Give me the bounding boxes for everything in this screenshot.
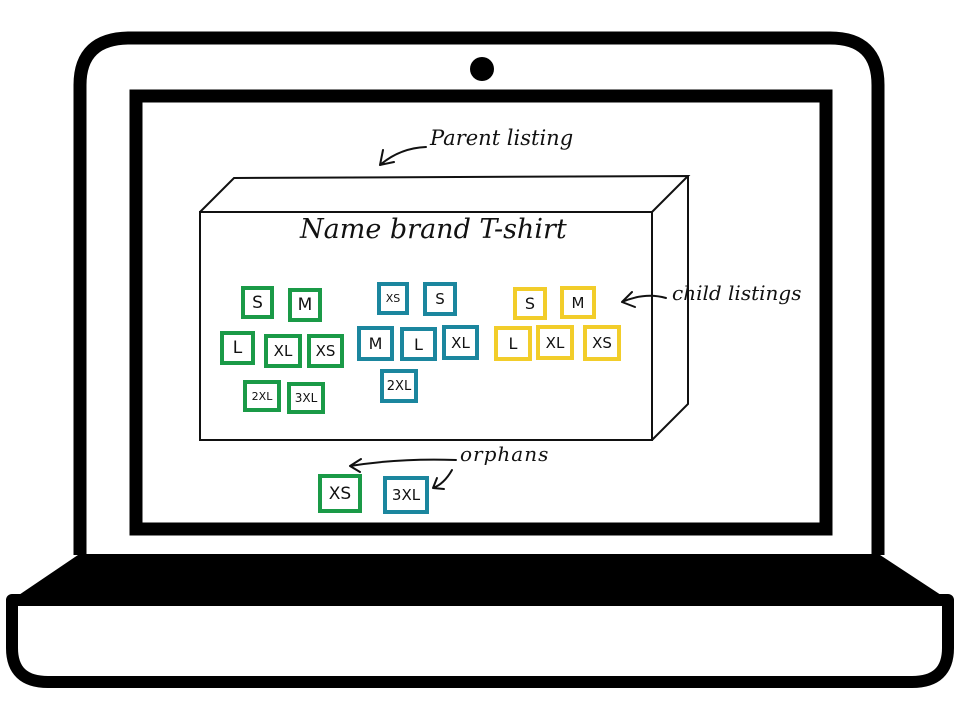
size-box-green-xl: XL xyxy=(264,334,302,368)
parent-listing-label: Parent listing xyxy=(430,126,574,150)
size-box-blue-m: M xyxy=(357,326,394,361)
orphan-arrow-right xyxy=(432,469,453,490)
child-arrow xyxy=(621,291,667,308)
product-title: Name brand T-shirt xyxy=(300,214,567,245)
size-box-yellow-s: S xyxy=(513,287,547,320)
orphan-arrow-left xyxy=(349,458,457,473)
laptop-base-deck xyxy=(13,554,947,602)
size-box-green-3xl: 3XL xyxy=(287,382,325,414)
orphans-label: orphans xyxy=(460,442,550,466)
annotation-arrows xyxy=(349,146,667,490)
size-box-blue-s: S xyxy=(423,282,457,316)
child-listings-label: child listings xyxy=(672,281,802,305)
size-box-green-s: S xyxy=(241,286,274,319)
parent-listing-box xyxy=(199,174,691,441)
size-box-green-xs: XS xyxy=(307,334,344,368)
size-box-yellow-m: M xyxy=(560,286,596,319)
size-box-green-l: L xyxy=(220,331,255,365)
size-box-green-m: M xyxy=(288,288,322,322)
orphan-box-xs: XS xyxy=(318,474,362,513)
orphan-box-3xl: 3XL xyxy=(383,476,429,514)
size-box-blue-2xl: 2XL xyxy=(380,369,418,403)
size-box-yellow-xs: XS xyxy=(583,325,621,361)
size-box-yellow-xl: XL xyxy=(536,325,574,360)
size-box-blue-l: L xyxy=(400,327,437,361)
size-box-blue-xl: XL xyxy=(442,325,479,360)
parent-arrow xyxy=(379,146,427,166)
laptop-base-front xyxy=(6,594,954,688)
size-box-yellow-l: L xyxy=(494,326,532,361)
size-box-blue-xs: XS xyxy=(377,282,409,315)
size-box-green-2xl: 2XL xyxy=(243,380,281,412)
webcam-icon xyxy=(470,57,494,81)
